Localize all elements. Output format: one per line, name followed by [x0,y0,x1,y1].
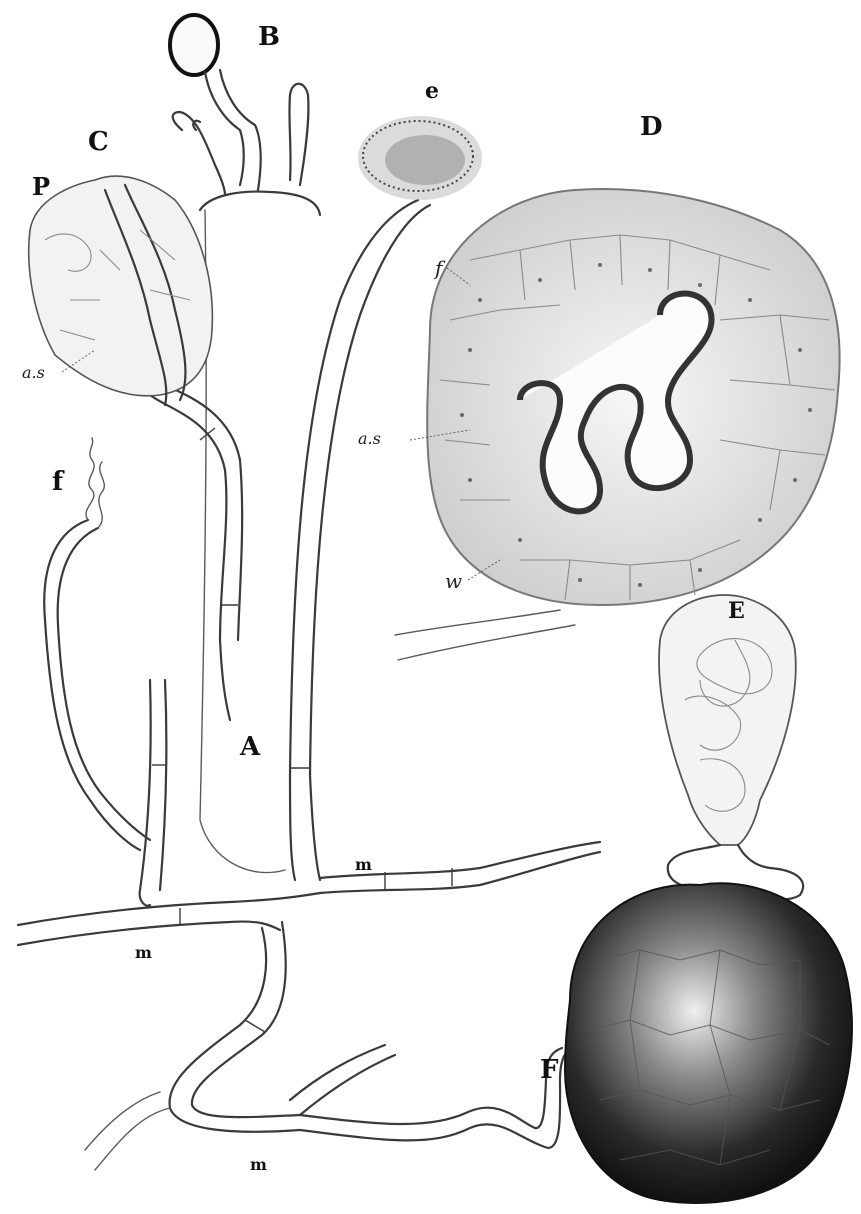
label-a: A [239,732,261,762]
figure-f [565,883,852,1203]
label-as-d: a.s [358,429,381,448]
label-e: e [425,78,439,104]
label-p: P [32,172,50,201]
label-e-fig: E [728,598,745,624]
label-f-left: f [52,467,65,497]
label-as-c: a.s [22,363,45,382]
label-m-bottom: m [250,1155,267,1174]
label-m-right: m [355,855,372,874]
figure-c [29,176,213,405]
label-d: D [640,112,663,142]
label-m-left: m [135,943,152,962]
label-c: C [88,127,109,157]
label-f-fig: F [540,1055,559,1085]
label-b: B [258,22,280,52]
figure-e [659,595,803,899]
label-w: w [445,569,462,593]
figure-e-head [358,116,482,200]
mycelium [18,842,600,1170]
figure-b [170,15,308,195]
